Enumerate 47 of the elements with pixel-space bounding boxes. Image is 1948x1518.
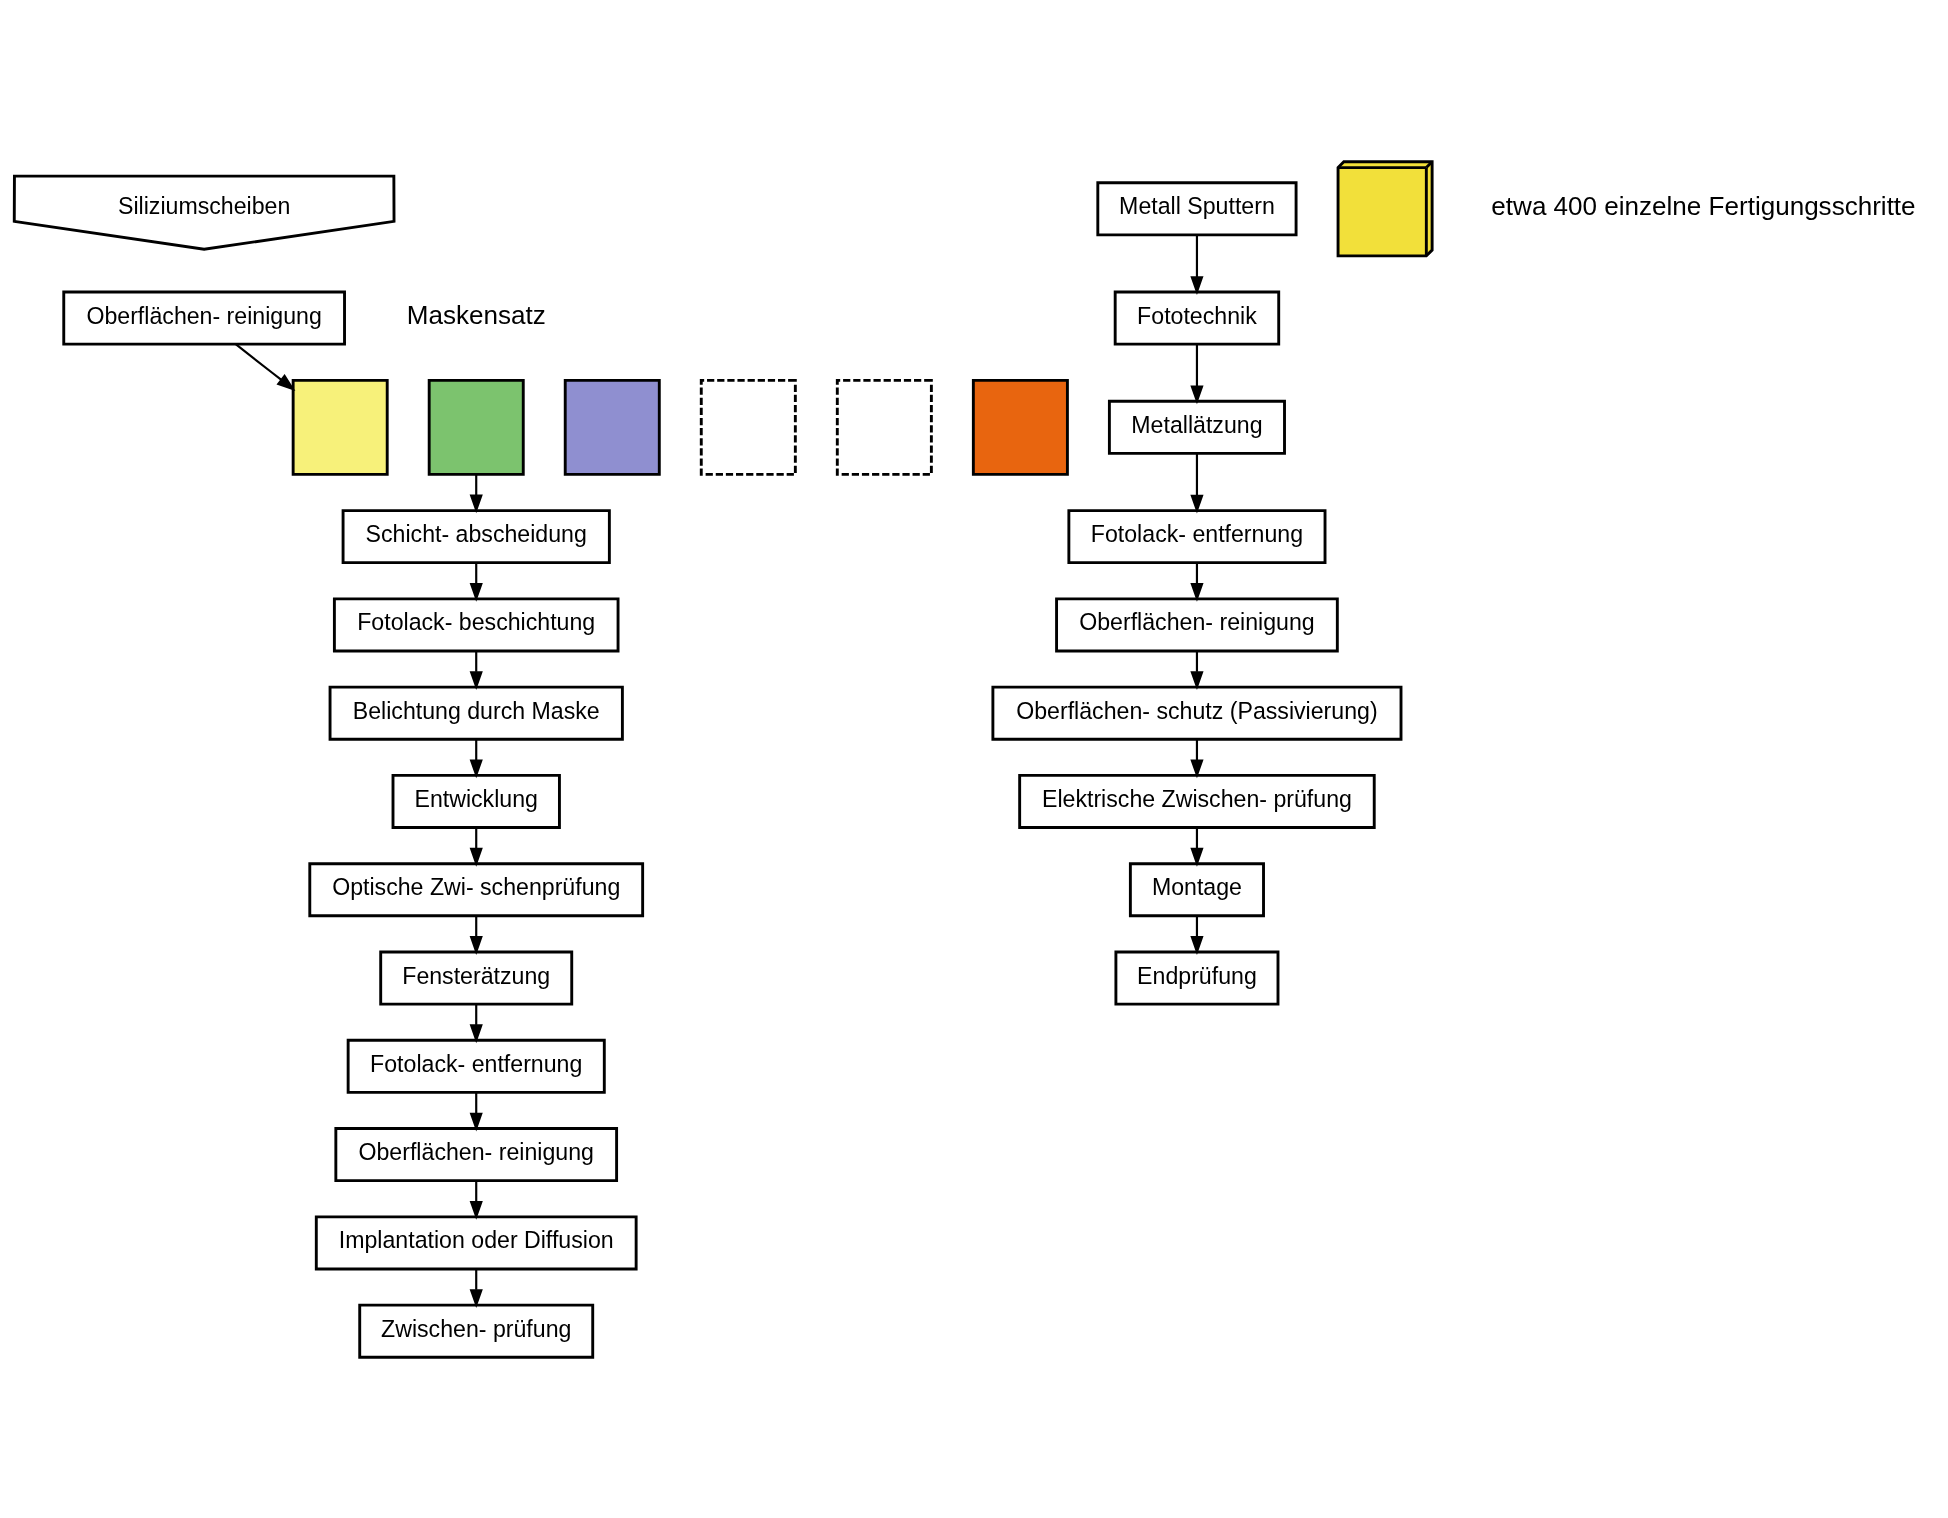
node-box: Oberflächen- schutz (Passivierung) xyxy=(991,685,1403,741)
arrow xyxy=(469,738,483,778)
arrow xyxy=(1190,343,1204,404)
arrow xyxy=(469,474,483,513)
arrow xyxy=(1190,453,1204,514)
node-box: Endprüfung xyxy=(1114,950,1280,1006)
arrow xyxy=(1190,234,1204,295)
label: Maskensatz xyxy=(406,299,546,330)
node-box: Zwischen- prüfung xyxy=(358,1303,595,1359)
arrow xyxy=(469,1003,483,1043)
arrow xyxy=(1190,915,1204,955)
node-box xyxy=(835,378,933,476)
arrow xyxy=(1190,827,1204,867)
arrow xyxy=(469,650,483,690)
node-box xyxy=(291,378,389,476)
node-box: Montage xyxy=(1128,861,1265,917)
node-box xyxy=(427,378,525,476)
arrow xyxy=(1190,650,1204,690)
node-box: Elektrische Zwischen- prüfung xyxy=(1018,773,1376,829)
arrow xyxy=(469,1180,483,1220)
node-box: Metall Sputtern xyxy=(1096,180,1298,236)
node-box: Implantation oder Diffusion xyxy=(314,1214,638,1270)
arrow xyxy=(469,1091,483,1131)
arrow xyxy=(469,915,483,955)
arrow xyxy=(469,827,483,867)
node-box: Oberflächen- reinigung xyxy=(334,1126,619,1182)
node-box: Fotolack- entfernung xyxy=(346,1038,606,1094)
node-box: Oberflächen- reinigung xyxy=(1055,596,1339,652)
node-box: Fotolack- entfernung xyxy=(1067,508,1327,564)
arrow xyxy=(1190,562,1204,602)
node-box xyxy=(563,378,661,476)
arrow xyxy=(469,562,483,602)
node-box: Metallätzung xyxy=(1107,399,1286,455)
node-box xyxy=(699,378,797,476)
node-box: Schicht- abscheidung xyxy=(341,508,611,564)
node-box: Optische Zwi- schenprüfung xyxy=(308,861,645,917)
node-box: Oberflächen- reinigung xyxy=(62,290,346,346)
node-box xyxy=(971,378,1069,476)
arrow xyxy=(1190,738,1204,778)
node-box: Fensterätzung xyxy=(379,950,574,1006)
node-box: Fotolack- beschichtung xyxy=(332,596,620,652)
node-box: Entwicklung xyxy=(391,773,561,829)
label: etwa 400 einzelne Fertigungsschritte xyxy=(1491,190,1916,221)
node-box: Fototechnik xyxy=(1113,290,1281,346)
arrow xyxy=(235,342,296,391)
arrow xyxy=(469,1268,483,1308)
node-box: Belichtung durch Maske xyxy=(328,685,624,741)
